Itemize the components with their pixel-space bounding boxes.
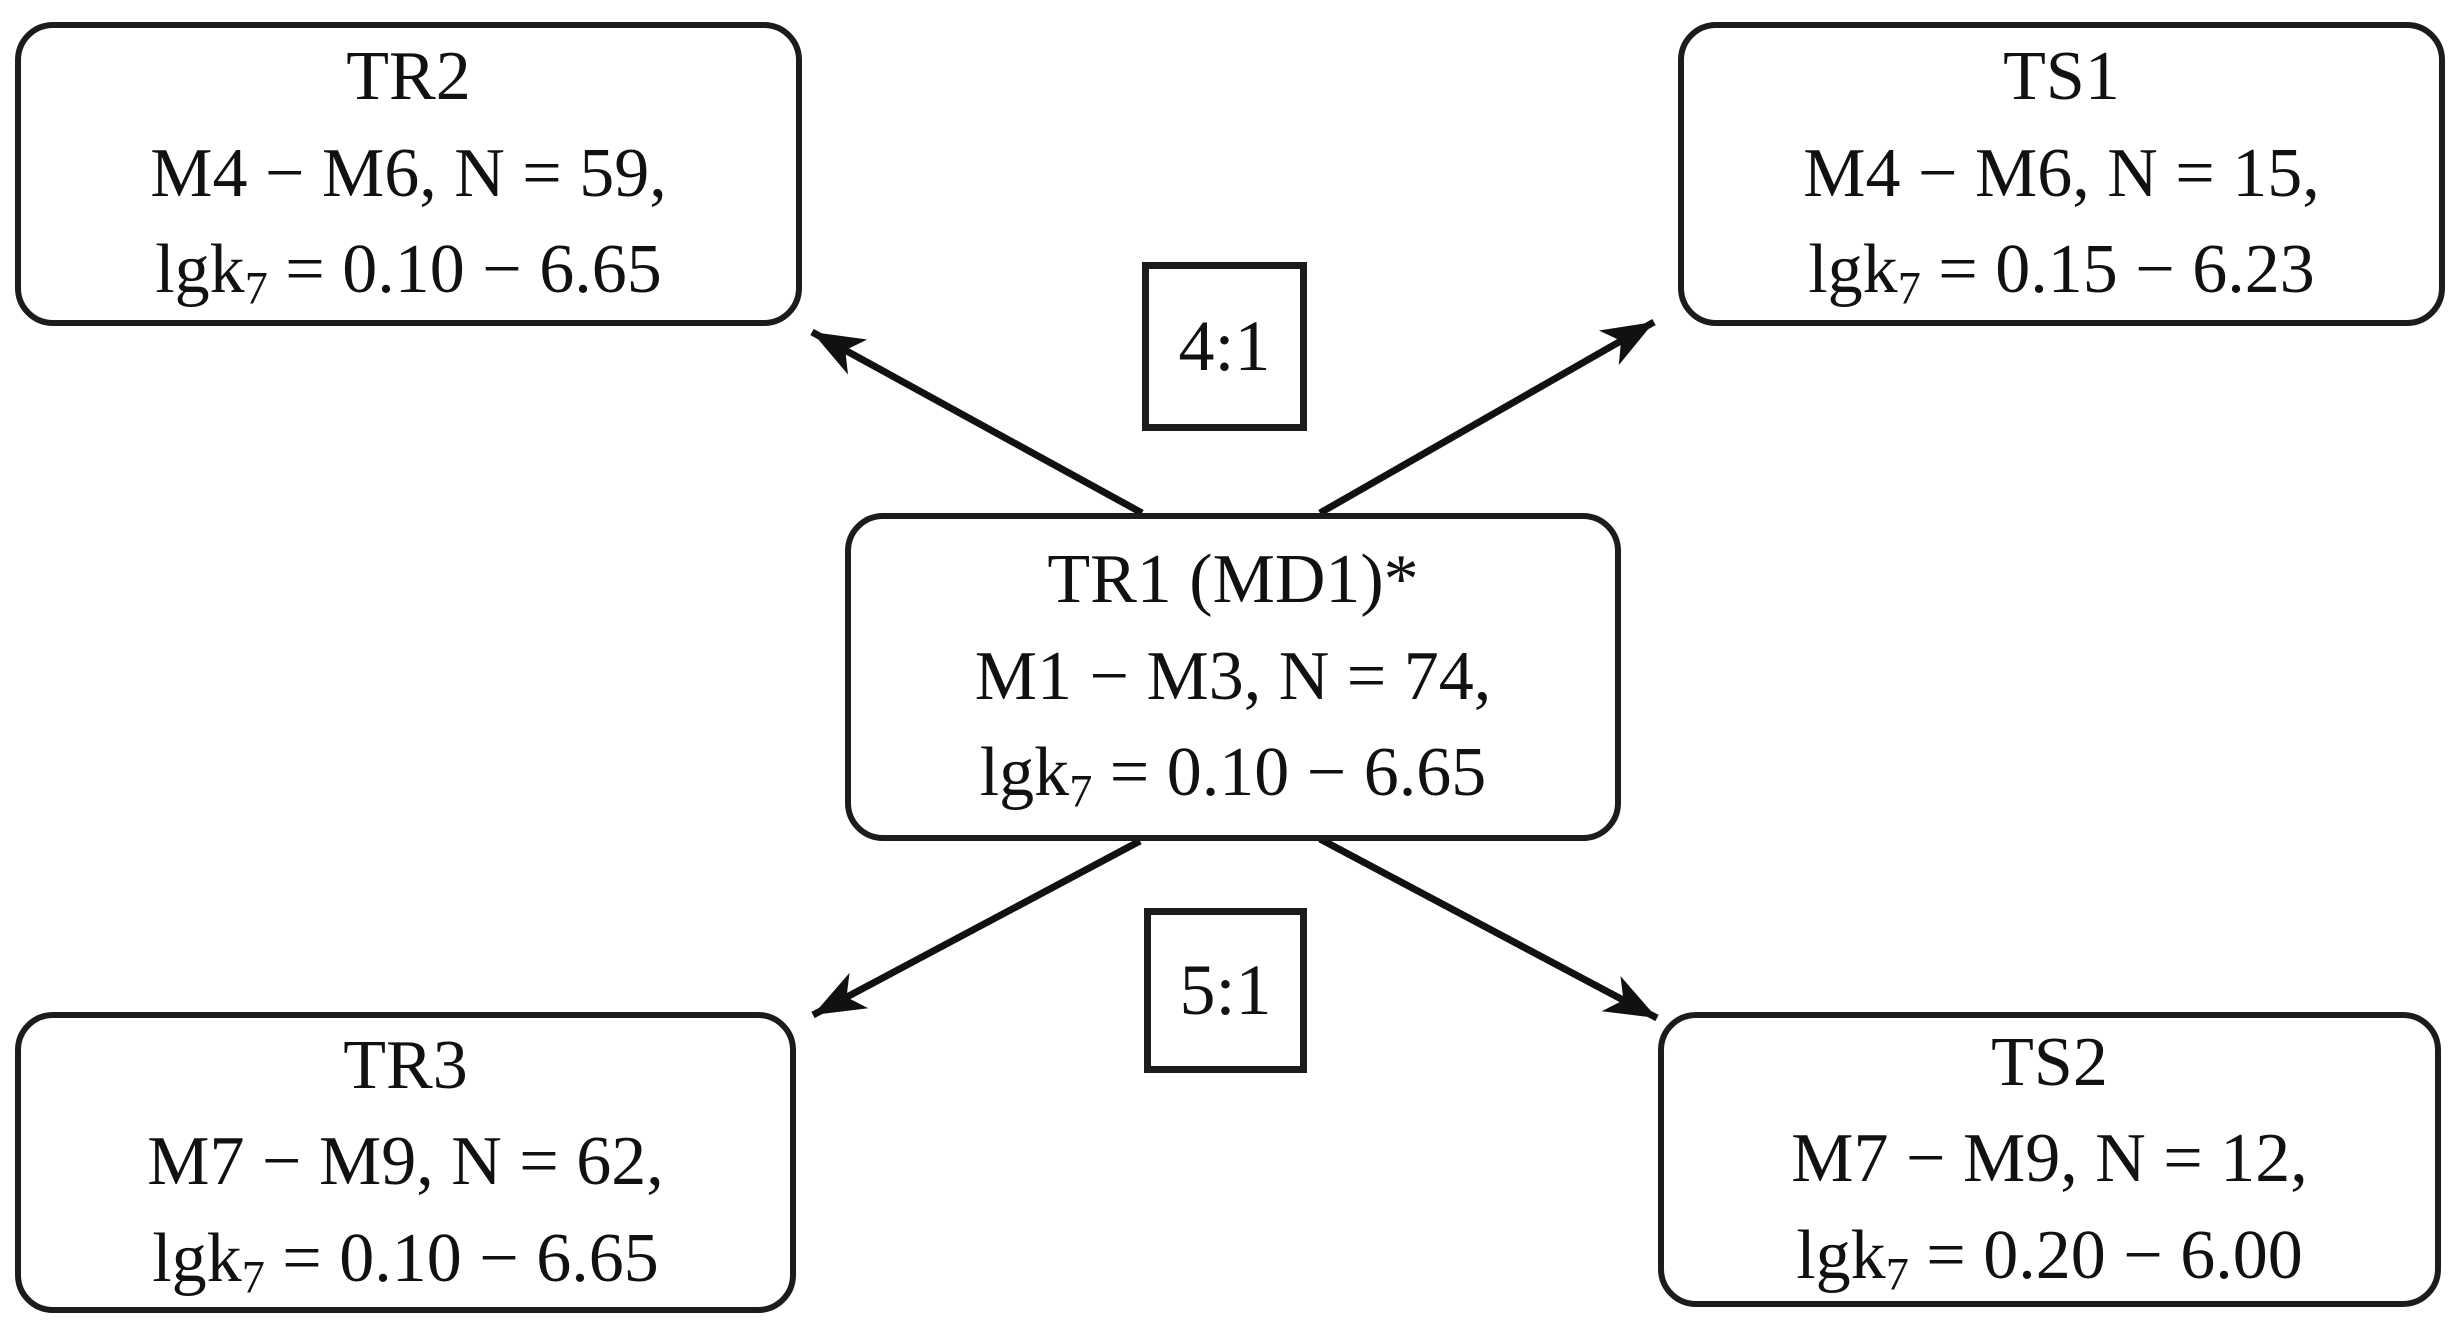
node-tr3-range-line: M7 − M9, N = 62, [147,1123,664,1201]
lgk-subscript: 7 [244,262,268,314]
node-tr3-title: TR3 [343,1026,468,1104]
node-ts1-lgk-line: lgk7 = 0.15 − 6.23 [1808,222,2315,319]
arrow-tr1-to-tr3-icon [811,837,1142,1019]
node-ts2-lgk-line: lgk7 = 0.20 − 6.00 [1796,1208,2303,1305]
arrow-tr1-to-ts2-icon [1318,835,1659,1022]
lgk-prefix: lgk [152,1219,242,1297]
node-ts1-title: TS1 [2003,38,2120,116]
node-ts2-title: TS2 [1991,1023,2108,1101]
node-tr1-md1: TR1 (MD1)* M1 − M3, N = 74, lgk7 = 0.10 … [845,513,1621,841]
node-tr1-lgk-line: lgk7 = 0.10 − 6.65 [980,725,1487,822]
lgk-value: = 0.15 − 6.23 [1920,231,2315,309]
ratio-bottom-label: 5:1 [1179,950,1272,1030]
lgk-value: = 0.20 − 6.00 [1908,1216,2303,1294]
lgk-prefix: lgk [1808,231,1898,309]
lgk-prefix: lgk [1796,1216,1886,1294]
node-tr2: TR2 M4 − M6, N = 59, lgk7 = 0.10 − 6.65 [15,22,802,326]
node-tr1-title: TR1 (MD1)* [1047,541,1419,619]
node-tr2-range-line: M4 − M6, N = 59, [150,134,667,212]
ratio-box-bottom: 5:1 [1144,908,1307,1073]
lgk-subscript: 7 [241,1251,265,1303]
lgk-subscript: 7 [1885,1248,1909,1300]
lgk-subscript: 7 [1897,262,1921,314]
node-tr2-lgk-line: lgk7 = 0.10 − 6.65 [155,222,662,319]
ratio-top-label: 4:1 [1178,306,1271,386]
lgk-value: = 0.10 − 6.65 [264,1219,659,1297]
lgk-subscript: 7 [1069,765,1093,817]
ratio-box-top: 4:1 [1142,262,1307,431]
node-tr1-range-line: M1 − M3, N = 74, [974,637,1492,715]
node-ts2-range-line: M7 − M9, N = 12, [1791,1120,2308,1198]
node-tr3-lgk-line: lgk7 = 0.10 − 6.65 [152,1211,659,1308]
node-ts1: TS1 M4 − M6, N = 15, lgk7 = 0.15 − 6.23 [1678,22,2445,326]
node-ts2: TS2 M7 − M9, N = 12, lgk7 = 0.20 − 6.00 [1658,1012,2441,1307]
arrow-tr1-to-ts1-icon [1318,318,1656,517]
lgk-value: = 0.10 − 6.65 [267,231,662,309]
lgk-value: = 0.10 − 6.65 [1092,734,1487,812]
lgk-prefix: lgk [979,734,1070,812]
node-tr2-title: TR2 [346,38,471,116]
lgk-prefix: lgk [155,231,245,309]
node-ts1-range-line: M4 − M6, N = 15, [1803,134,2320,212]
node-tr3: TR3 M7 − M9, N = 62, lgk7 = 0.10 − 6.65 [15,1012,796,1313]
arrow-tr1-to-tr2-icon [810,328,1144,517]
